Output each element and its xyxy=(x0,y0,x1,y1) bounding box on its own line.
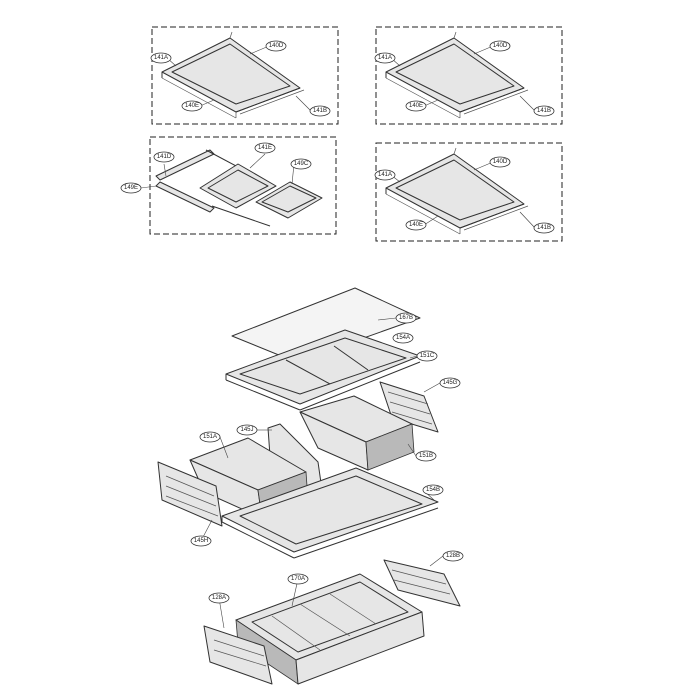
shelf-insert xyxy=(199,163,277,209)
callout-label: 145G xyxy=(443,380,458,386)
callout-149E: 149E xyxy=(120,182,142,194)
callout-141E: 141E xyxy=(254,142,276,154)
callout-145G: 145G xyxy=(439,377,461,389)
callout-label: 151A xyxy=(203,434,217,440)
glass-shelf xyxy=(161,31,305,119)
callout-140D-c: 140D xyxy=(489,156,511,168)
cover-glass xyxy=(231,287,421,363)
callout-label: 141A xyxy=(378,55,392,61)
callout-label: 140E xyxy=(409,222,423,228)
shelf-assembly-top-right xyxy=(375,26,563,125)
callout-label: 128B xyxy=(446,553,460,559)
callout-label: 149E xyxy=(124,185,138,191)
glass-shelf xyxy=(385,147,529,235)
callout-label: 141A xyxy=(154,55,168,61)
callout-label: 154A xyxy=(396,335,410,341)
callout-140D-b: 140D xyxy=(489,40,511,52)
callout-label: 140E xyxy=(409,103,423,109)
callout-label: 141B xyxy=(537,225,551,231)
glass-shelf xyxy=(385,31,529,119)
callout-label: 170A xyxy=(291,576,305,582)
shelf-assembly-middle-right xyxy=(375,142,563,242)
callout-label: 145J xyxy=(240,427,253,433)
assembly-frame xyxy=(375,26,563,125)
callout-label: 141B xyxy=(537,108,551,114)
callout-label: 140E xyxy=(185,103,199,109)
callout-154B: 154B xyxy=(422,484,444,496)
callout-140E-b: 140E xyxy=(405,100,427,112)
drawer-rail-left xyxy=(203,625,273,685)
callout-154A: 154A xyxy=(392,332,414,344)
callout-label: 151C xyxy=(420,353,435,359)
callout-label: 149C xyxy=(294,161,309,167)
callout-label: 141D xyxy=(157,154,172,160)
callout-151A: 151A xyxy=(199,431,221,443)
callout-170A: 170A xyxy=(287,573,309,585)
shelf-assembly-top-left xyxy=(151,26,339,125)
callout-140D-a: 140D xyxy=(265,40,287,52)
callout-label: 145H xyxy=(194,538,208,544)
callout-145H: 145H xyxy=(190,535,212,547)
shelf-rail xyxy=(155,149,271,227)
shelf-tray-small xyxy=(255,181,323,219)
callout-141B-c: 141B xyxy=(533,222,555,234)
callout-167B: 167B xyxy=(395,312,417,324)
callout-label: 141B xyxy=(313,108,327,114)
callout-128B: 128B xyxy=(442,550,464,562)
drawer-support-frame xyxy=(221,467,439,559)
rear-divider-right xyxy=(379,381,439,433)
callout-149C: 149C xyxy=(290,158,312,170)
callout-label: 167B xyxy=(399,315,413,321)
callout-141D: 141D xyxy=(153,151,175,163)
callout-label: 154B xyxy=(426,487,440,493)
callout-label: 151B xyxy=(419,453,433,459)
drawer-rail-right xyxy=(383,559,461,607)
callout-141A-c: 141A xyxy=(374,169,396,181)
crisper-drawer-right xyxy=(299,395,415,471)
callout-141B-b: 141B xyxy=(533,105,555,117)
folding-shelf-assembly xyxy=(149,136,337,235)
callout-label: 141A xyxy=(378,172,392,178)
callout-141B-a: 141B xyxy=(309,105,331,117)
callout-label: 140D xyxy=(269,43,284,49)
callout-140E-a: 140E xyxy=(181,100,203,112)
callout-151B: 151B xyxy=(415,450,437,462)
callout-141A-b: 141A xyxy=(374,52,396,64)
callout-label: 140D xyxy=(493,159,508,165)
callout-label: 128A xyxy=(212,595,226,601)
leader-lines xyxy=(140,45,536,629)
callout-141A-a: 141A xyxy=(150,52,172,64)
callout-128A: 128A xyxy=(208,592,230,604)
freezer-drawer xyxy=(235,573,425,685)
rear-divider-left xyxy=(157,461,223,527)
callout-140E-c: 140E xyxy=(405,219,427,231)
callout-label: 141E xyxy=(258,145,272,151)
assembly-frame xyxy=(151,26,339,125)
callout-label: 140D xyxy=(493,43,508,49)
assembly-frame xyxy=(149,136,337,235)
assembly-frame xyxy=(375,142,563,242)
callout-145J: 145J xyxy=(236,424,258,436)
callout-151C: 151C xyxy=(416,350,438,362)
